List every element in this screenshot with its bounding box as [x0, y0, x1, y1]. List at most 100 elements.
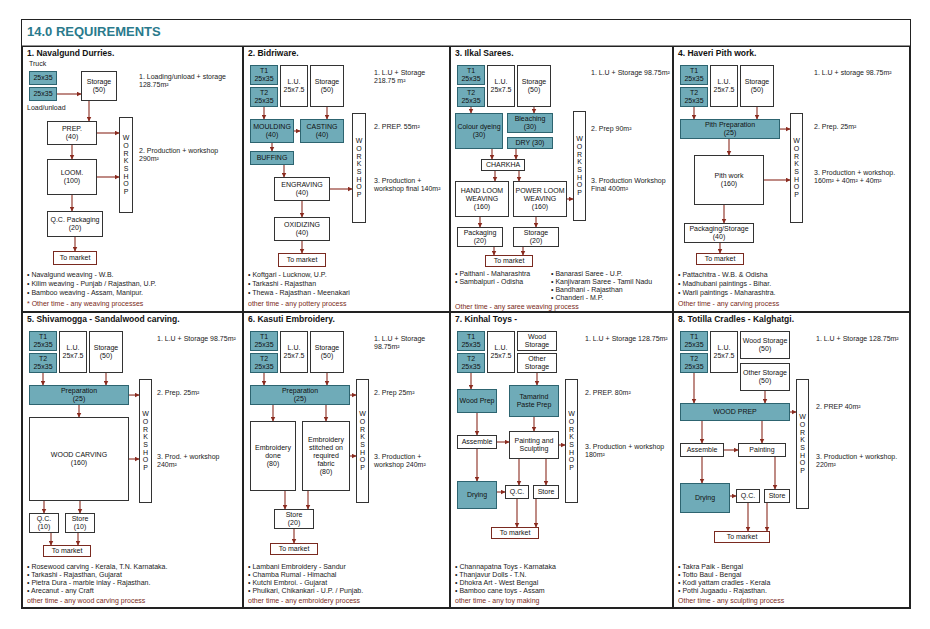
box-label: (10) [74, 523, 86, 531]
space-box: CHARKHA [481, 159, 525, 171]
flow-arrow [43, 501, 44, 513]
flow-arrow [263, 373, 264, 385]
space-box: Store(10) [65, 513, 95, 533]
process-box: T225x35 [457, 353, 485, 373]
box-label: Assemble [462, 438, 493, 446]
process-box: 25x35 [29, 71, 57, 85]
flow-arrow [42, 373, 43, 385]
area-note: 2. PREP. 55m² [374, 123, 446, 131]
box-label: WOOD CARVING [51, 451, 107, 459]
box-label: L.U. [495, 78, 508, 86]
craft-list-item: • Arecanut - any Craft [27, 587, 239, 595]
other-time-note: other time - any pottery process [248, 300, 446, 308]
area-note: 1. L.U + storage 98.75m² [814, 69, 906, 77]
space-box: PREP.(40) [47, 121, 97, 145]
box-label: PREP. [62, 125, 82, 133]
area-note: 3. Production + workshop final 140m² [374, 177, 446, 193]
flow-arrow [307, 491, 308, 509]
box-label: Pith work [715, 172, 744, 180]
box-label: 25x35 [461, 363, 480, 371]
box-label: DRY (30) [516, 139, 545, 147]
box-label: (50) [93, 86, 105, 94]
box-label: Storage [745, 78, 770, 86]
area-note: 3. Production + workshop. 160m² + 40m² +… [814, 169, 906, 185]
box-label: 25x35 [33, 74, 52, 82]
box-label: Wood Prep [460, 397, 495, 405]
space-box: Pith work(160) [694, 155, 764, 205]
craft-list-item: • Banarasi Saree - U.P. [551, 270, 669, 278]
flow-arrow [491, 149, 492, 159]
workshop-box: WORKSHOP [139, 379, 152, 503]
flow-arrow [301, 241, 302, 253]
area-note: 3. Production + workshop. 220m² [816, 453, 906, 469]
flow-arrow [764, 391, 765, 403]
area-note: 3. Production + workshop 180m² [585, 443, 670, 459]
flow-arrow [271, 143, 272, 151]
space-box: Q.C. [505, 485, 529, 499]
flow-arrow [71, 145, 72, 159]
box-label: 25x7.5 [490, 86, 511, 94]
box-label: WORKSHOP [142, 410, 149, 472]
area-note: 1. L.U + Storage 98.75m² [374, 335, 447, 351]
box-label: 25x35 [684, 97, 703, 105]
area-note: 1. L.U + Storage 128.75m² [585, 335, 670, 343]
flow-arrow [272, 405, 273, 421]
box-label: Q.C. [37, 515, 51, 523]
box-label: WORKSHOP [123, 134, 130, 196]
space-box: Storage(50) [81, 71, 117, 101]
box-label: (80) [267, 460, 279, 468]
flow-arrow [301, 201, 302, 217]
craft-panel: T125x35T225x35L.U.25x7.5Wood StorageOthe… [450, 312, 673, 608]
box-label: Storage [94, 344, 119, 352]
craft-list-item: • Kanjivaram Saree - Tamil Nadu [551, 278, 669, 286]
craft-list-item: • Pattachitra - W.B. & Odisha [678, 271, 906, 279]
box-label: LOOM. [61, 169, 84, 177]
flow-arrow [74, 237, 75, 251]
box-label: (50) [751, 86, 763, 94]
flow-arrow [57, 93, 81, 94]
process-box: T125x35 [680, 65, 708, 85]
flow-arrow [50, 533, 51, 545]
box-label: Tamarind Paste Prep [511, 393, 557, 409]
space-box: Store(20) [274, 509, 314, 529]
process-box: Wood Prep [457, 389, 497, 413]
craft-list-item: • Lambani Embroidery - Sandur [248, 563, 446, 571]
box-label: WORKSHOP [793, 137, 800, 199]
flow-arrow [780, 128, 790, 129]
process-box: T125x35 [250, 65, 278, 85]
workshop-box: WORKSHOP [565, 379, 578, 503]
box-label: Preparation [61, 387, 97, 395]
workshop-box: WORKSHOP [796, 379, 809, 509]
box-label: (40) [266, 131, 278, 139]
space-box: WOOD CARVING(160) [29, 417, 129, 501]
box-label: T2 [260, 89, 268, 97]
process-box: Drying [680, 483, 730, 513]
space-box: OXIDIZING(40) [274, 217, 330, 241]
box-label: T1 [690, 333, 698, 341]
space-box: ENGRAVING(40) [274, 177, 330, 201]
box-label: T1 [467, 333, 475, 341]
box-label: WORKSHOP [799, 413, 806, 475]
space-box: Wood Storage(50) [740, 331, 790, 359]
process-box: T225x35 [680, 87, 708, 107]
craft-list-item: • Pothi Jugaadu - Rajasthan. [678, 587, 906, 595]
box-label: 25x35 [254, 363, 273, 371]
process-box: T225x35 [250, 353, 278, 373]
process-box: T125x35 [457, 331, 485, 351]
space-box: Assemble [457, 435, 497, 449]
craft-list-item: • Tarkashi - Rajasthan, Gujarat [27, 571, 239, 579]
box-label: (100) [64, 177, 80, 185]
flow-arrow [756, 107, 757, 119]
box-label: T1 [690, 67, 698, 75]
box-label: WORKSHOP [359, 410, 366, 472]
box-label: (40) [296, 229, 308, 237]
area-note: 1. L.U + Storage 98.75m² [157, 335, 239, 343]
box-label: (160) [474, 203, 490, 211]
other-time-note: Other time - any saree weaving process [455, 303, 669, 311]
box-label: Drying [467, 491, 487, 499]
space-box: Storage(20) [513, 227, 559, 247]
flow-arrow [701, 421, 702, 443]
space-box: L.U.25x7.5 [710, 331, 738, 373]
craft-list-item: • Madhubani paintings - Bihar. [678, 280, 906, 288]
box-label: Colour dyeing [457, 123, 500, 131]
